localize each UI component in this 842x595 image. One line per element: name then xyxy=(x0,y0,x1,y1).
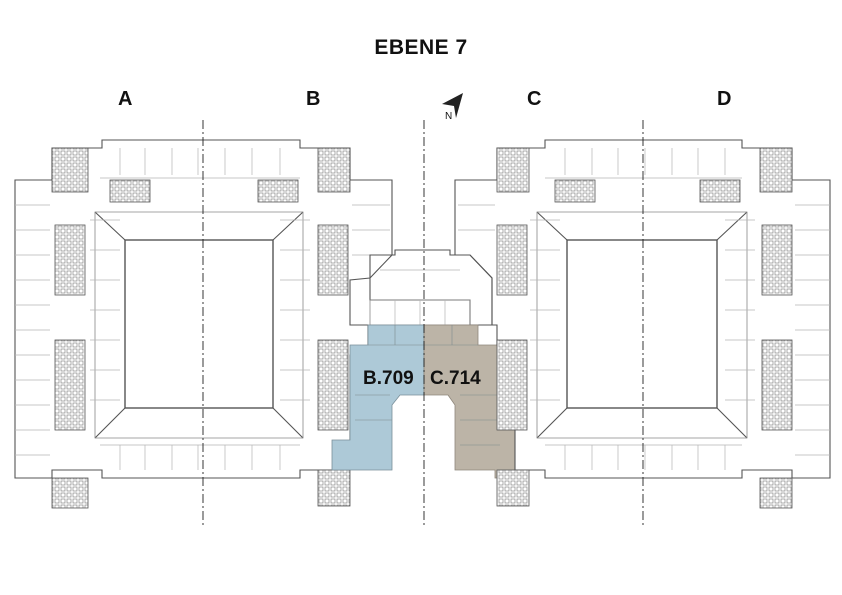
wing-label-b: B xyxy=(306,88,321,110)
wing-label-a: A xyxy=(118,88,133,110)
building-c-d xyxy=(454,139,831,509)
north-arrow-icon xyxy=(442,93,463,118)
unit-room-lines xyxy=(355,325,500,446)
wing-label-c: C xyxy=(527,88,542,110)
unit-label-c714: C.714 xyxy=(430,368,481,389)
north-arrow-label: N xyxy=(445,111,452,122)
page-title: EBENE 7 xyxy=(374,36,468,59)
building-a-b xyxy=(14,139,393,509)
building-c-d-room-lines xyxy=(458,148,830,470)
wing-label-d: D xyxy=(717,88,732,110)
unit-label-b709: B.709 xyxy=(363,368,414,389)
axis-lines xyxy=(202,120,644,528)
central-connector-room-lines xyxy=(380,269,460,325)
building-a-b-room-lines xyxy=(15,148,390,470)
central-connector xyxy=(369,249,493,326)
